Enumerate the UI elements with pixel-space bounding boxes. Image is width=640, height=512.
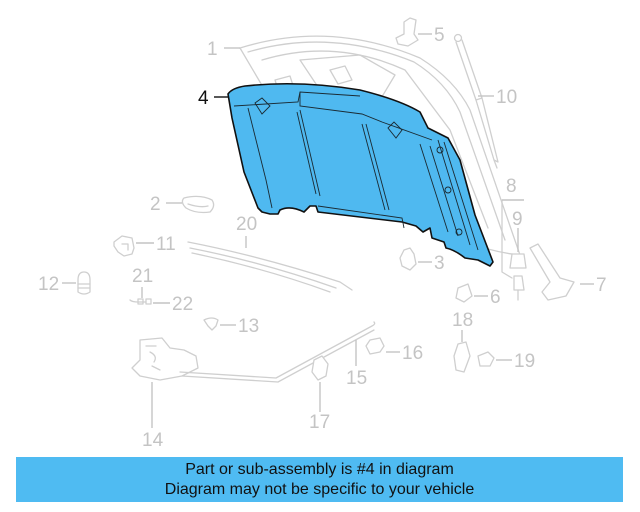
- callout-15[interactable]: 15: [346, 368, 367, 389]
- callout-18[interactable]: 18: [452, 310, 473, 331]
- part-14-hood-latch[interactable]: [131, 337, 199, 381]
- part-7-hood-hinge[interactable]: [529, 243, 575, 301]
- callout-6[interactable]: 6: [490, 287, 501, 308]
- banner-line-disclaimer: Diagram may not be specific to your vehi…: [164, 480, 475, 498]
- callout-21[interactable]: 21: [132, 266, 153, 287]
- part-5-bracket[interactable]: [395, 17, 419, 47]
- callout-1[interactable]: 1: [207, 39, 218, 60]
- part-18-bracket[interactable]: [453, 341, 471, 373]
- part-4-hood-insulator[interactable]: [227, 82, 494, 267]
- part-16-grommet[interactable]: [365, 337, 385, 355]
- part-22-nut[interactable]: [145, 298, 152, 305]
- callout-16[interactable]: 16: [402, 343, 423, 364]
- callout-4[interactable]: 4: [198, 88, 209, 109]
- callout-10[interactable]: 10: [496, 87, 517, 108]
- part-6-clip[interactable]: [455, 283, 473, 303]
- part-2-bumper-pad[interactable]: [181, 195, 215, 214]
- callout-5[interactable]: 5: [434, 25, 445, 46]
- callout-14[interactable]: 14: [142, 430, 164, 451]
- part-9-nut[interactable]: [509, 253, 527, 269]
- part-11-clip[interactable]: [113, 235, 135, 257]
- callout-2[interactable]: 2: [150, 194, 161, 215]
- banner-line-part: Part or sub-assembly is #4 in diagram: [185, 460, 454, 478]
- part-12-bumper[interactable]: [77, 271, 91, 295]
- part-10-hood-strut[interactable]: [453, 33, 499, 169]
- callout-13[interactable]: 13: [238, 316, 259, 337]
- part-20-weatherstrip[interactable]: [187, 241, 353, 293]
- callout-11[interactable]: 11: [156, 234, 176, 255]
- callout-20[interactable]: 20: [236, 214, 257, 235]
- part-13-grommet[interactable]: [203, 317, 219, 331]
- callout-8[interactable]: 8: [506, 176, 517, 197]
- part-17-clip[interactable]: [311, 355, 329, 381]
- callout-9[interactable]: 9: [512, 209, 523, 230]
- callout-17[interactable]: 17: [309, 412, 330, 433]
- part-19-clip[interactable]: [477, 351, 495, 367]
- part-15-release-cable[interactable]: [179, 321, 376, 383]
- part-8-bolt[interactable]: [501, 199, 525, 301]
- callout-labels: 1 2 3 4 5 6 7 8 9 10 11 12 13 14 15 16 1…: [38, 25, 607, 451]
- part-3-bumper[interactable]: [399, 247, 417, 271]
- info-banner: Part or sub-assembly is #4 in diagram Di…: [16, 457, 623, 502]
- callout-22[interactable]: 22: [172, 294, 193, 315]
- leader-lines: [62, 33, 594, 428]
- callout-7[interactable]: 7: [596, 275, 607, 296]
- callout-12[interactable]: 12: [38, 274, 59, 295]
- callout-19[interactable]: 19: [514, 351, 535, 372]
- part-21-clip[interactable]: [129, 298, 147, 305]
- callout-3[interactable]: 3: [434, 253, 445, 274]
